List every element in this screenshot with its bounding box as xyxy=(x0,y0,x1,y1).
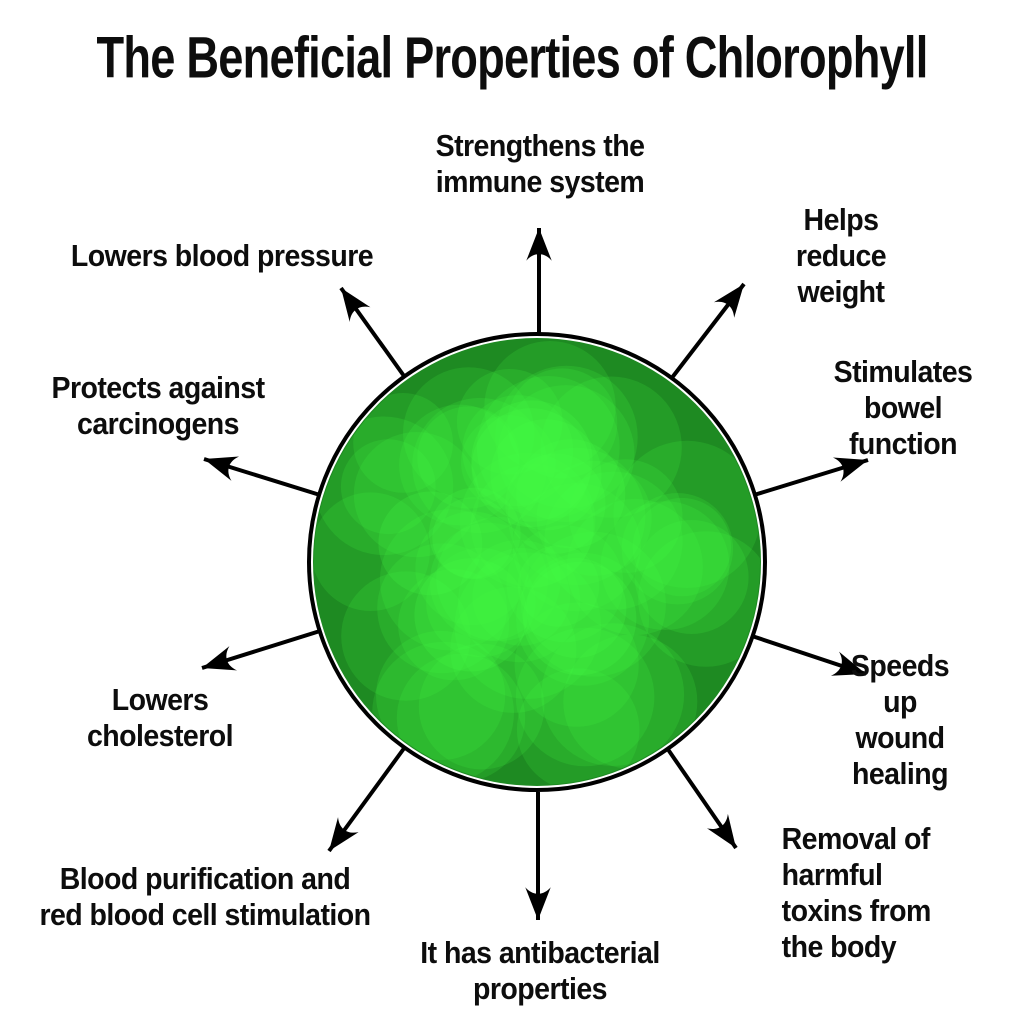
arrow-bowel-function xyxy=(753,457,869,497)
arrow-blood-purification xyxy=(327,745,407,853)
page-title: The Beneficial Properties of Chlorophyll xyxy=(96,25,928,91)
benefit-label-carcinogens: Protects against carcinogens xyxy=(51,370,265,441)
arrow-reduce-weight xyxy=(669,282,746,381)
benefit-label-wound-healing: Speeds up wound healing xyxy=(850,648,950,791)
arrow-carcinogens xyxy=(203,456,321,497)
arrow-toxins-removal xyxy=(665,746,738,850)
benefit-label-reduce-weight: Helps reduce weight xyxy=(795,202,887,309)
arrow-wound-healing xyxy=(751,634,867,676)
cell-base-circle xyxy=(313,338,761,786)
cell-outline-circle xyxy=(307,332,767,792)
chlorophyll-cell xyxy=(307,332,767,792)
benefit-label-bowel-function: Stimulates bowel function xyxy=(833,354,973,461)
benefit-label-immune-system: Strengthens the immune system xyxy=(435,128,645,199)
arrow-blood-pressure xyxy=(339,286,406,378)
arrow-cholesterol xyxy=(201,629,321,671)
benefit-label-antibacterial: It has antibacterial properties xyxy=(420,935,660,1006)
benefit-label-blood-purification: Blood purification and red blood cell st… xyxy=(39,861,371,932)
benefit-label-toxins-removal: Removal of harmful toxins from the body xyxy=(781,821,932,964)
benefit-label-blood-pressure: Lowers blood pressure xyxy=(70,238,374,274)
benefit-label-cholesterol: Lowers cholesterol xyxy=(86,682,234,753)
cell-texture xyxy=(314,341,760,785)
arrows xyxy=(201,228,869,920)
